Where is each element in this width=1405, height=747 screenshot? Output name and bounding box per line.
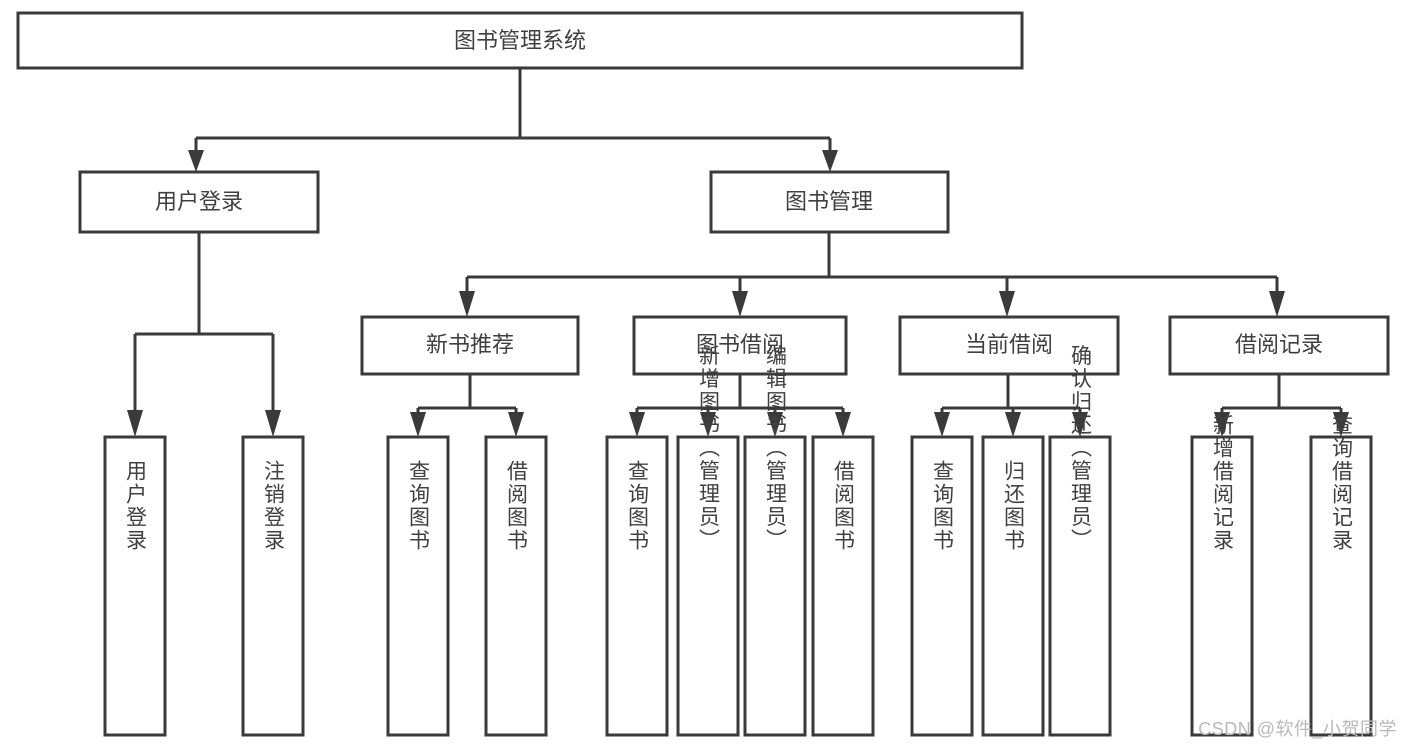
node-leaf-borrow-book[interactable]: 借阅图书 [811,435,875,737]
node-leaf-add-book-admin-label: 新增图书（管理员） [697,345,721,552]
node-leaf-borrow-book-rec[interactable]: 借阅图书 [484,435,548,737]
node-current-borrow-label: 当前借阅 [965,332,1053,357]
node-leaf-query-book-current[interactable]: 查询图书 [910,435,974,737]
node-leaf-query-book-borrow[interactable]: 查询图书 [605,435,669,737]
node-leaf-logout-login-label: 注销登录 [262,460,286,552]
node-leaf-query-book-borrow-box[interactable] [605,435,669,737]
node-leaf-user-login[interactable]: 用户登录 [103,435,167,737]
node-leaf-return-book-label: 归还图书 [1002,460,1026,552]
node-leaf-add-borrow-record-box[interactable] [1190,435,1254,737]
node-leaf-query-borrow-record[interactable]: 查询借阅记录 [1309,414,1373,737]
arrowhead-user-login [188,150,204,172]
node-leaf-add-book-admin[interactable]: 新增图书（管理员） [676,345,740,737]
node-current-borrow[interactable]: 当前借阅 [898,315,1120,376]
node-borrow-record[interactable]: 借阅记录 [1168,315,1390,376]
arrowhead-leaf-query-book-current [934,412,950,437]
node-leaf-confirm-return-admin-box[interactable] [1048,435,1112,737]
node-leaf-add-borrow-record[interactable]: 新增借阅记录 [1190,414,1254,737]
arrowhead-leaf-user-login [127,410,143,437]
node-book-manage-box[interactable] [709,170,950,234]
node-book-borrow[interactable]: 图书借阅 [632,315,848,376]
node-borrow-record-label: 借阅记录 [1235,332,1323,357]
node-leaf-edit-book-admin-box[interactable] [743,435,807,737]
node-leaf-confirm-return-admin-label: 确认归还（管理员） [1069,345,1093,552]
arrowhead-leaf-return-book [1005,412,1021,437]
node-current-borrow-box[interactable] [898,315,1120,376]
node-leaf-borrow-book-box[interactable] [811,435,875,737]
node-leaf-confirm-return-admin[interactable]: 确认归还（管理员） [1048,345,1112,737]
node-borrow-record-box[interactable] [1168,315,1390,376]
node-user-login[interactable]: 用户登录 [78,170,320,234]
arrowhead-leaf-borrow-book-rec [508,412,524,437]
node-root-box[interactable] [16,11,1024,70]
arrowhead-leaf-query-book-rec [410,412,426,437]
node-root[interactable]: 图书管理系统 [16,11,1024,70]
arrowhead-current-borrow [999,291,1015,317]
node-leaf-user-login-box[interactable] [103,435,167,737]
node-leaf-query-borrow-record-label: 查询借阅记录 [1330,414,1354,552]
arrowhead-leaf-query-borrow-record [1333,412,1349,437]
node-leaf-query-book-borrow-label: 查询图书 [626,460,650,552]
node-book-borrow-box[interactable] [632,315,848,376]
arrowhead-leaf-borrow-book [835,412,851,437]
node-book-manage[interactable]: 图书管理 [709,170,950,234]
node-leaf-borrow-book-rec-label: 借阅图书 [505,460,529,552]
arrowhead-leaf-confirm-return-admin [1072,412,1088,437]
node-leaf-query-book-rec-box[interactable] [386,435,450,737]
arrowhead-leaf-add-borrow-record [1214,412,1230,437]
node-root-label: 图书管理系统 [454,28,586,53]
node-leaf-query-book-current-label: 查询图书 [931,460,955,552]
arrowhead-leaf-edit-book-admin [767,412,783,437]
arrowhead-leaf-add-book-admin [700,412,716,437]
node-new-book-recommend-label: 新书推荐 [426,332,514,357]
node-user-login-box[interactable] [78,170,320,234]
node-leaf-query-book-rec-label: 查询图书 [407,460,431,552]
node-book-borrow-label: 图书借阅 [696,332,784,357]
node-leaf-edit-book-admin[interactable]: 编辑图书（管理员） [743,345,807,737]
node-leaf-query-book-rec[interactable]: 查询图书 [386,435,450,737]
node-leaf-logout-login[interactable]: 注销登录 [241,435,305,737]
arrowhead-book-borrow [732,291,748,317]
node-user-login-label: 用户登录 [155,189,243,214]
node-leaf-return-book-box[interactable] [981,435,1045,737]
node-leaf-query-borrow-record-box[interactable] [1309,435,1373,737]
connector-layer [127,68,1349,437]
node-leaf-logout-login-box[interactable] [241,435,305,737]
node-new-book-recommend[interactable]: 新书推荐 [360,315,580,376]
arrowhead-borrow-record [1269,291,1285,317]
node-leaf-edit-book-admin-label: 编辑图书（管理员） [764,345,788,552]
arrowhead-new-book-recommend [459,291,475,317]
node-leaf-query-book-current-box[interactable] [910,435,974,737]
node-leaf-borrow-book-rec-box[interactable] [484,435,548,737]
node-leaf-add-book-admin-box[interactable] [676,435,740,737]
node-leaf-user-login-label: 用户登录 [124,460,148,552]
arrowhead-book-manage [822,150,838,172]
node-leaf-return-book[interactable]: 归还图书 [981,435,1045,737]
arrowhead-leaf-query-book-borrow [629,412,645,437]
node-new-book-recommend-box[interactable] [360,315,580,376]
node-leaf-add-borrow-record-label: 新增借阅记录 [1211,414,1235,552]
node-leaf-borrow-book-label: 借阅图书 [832,460,856,552]
arrowhead-leaf-logout-login [265,410,281,437]
node-book-manage-label: 图书管理 [785,189,873,214]
